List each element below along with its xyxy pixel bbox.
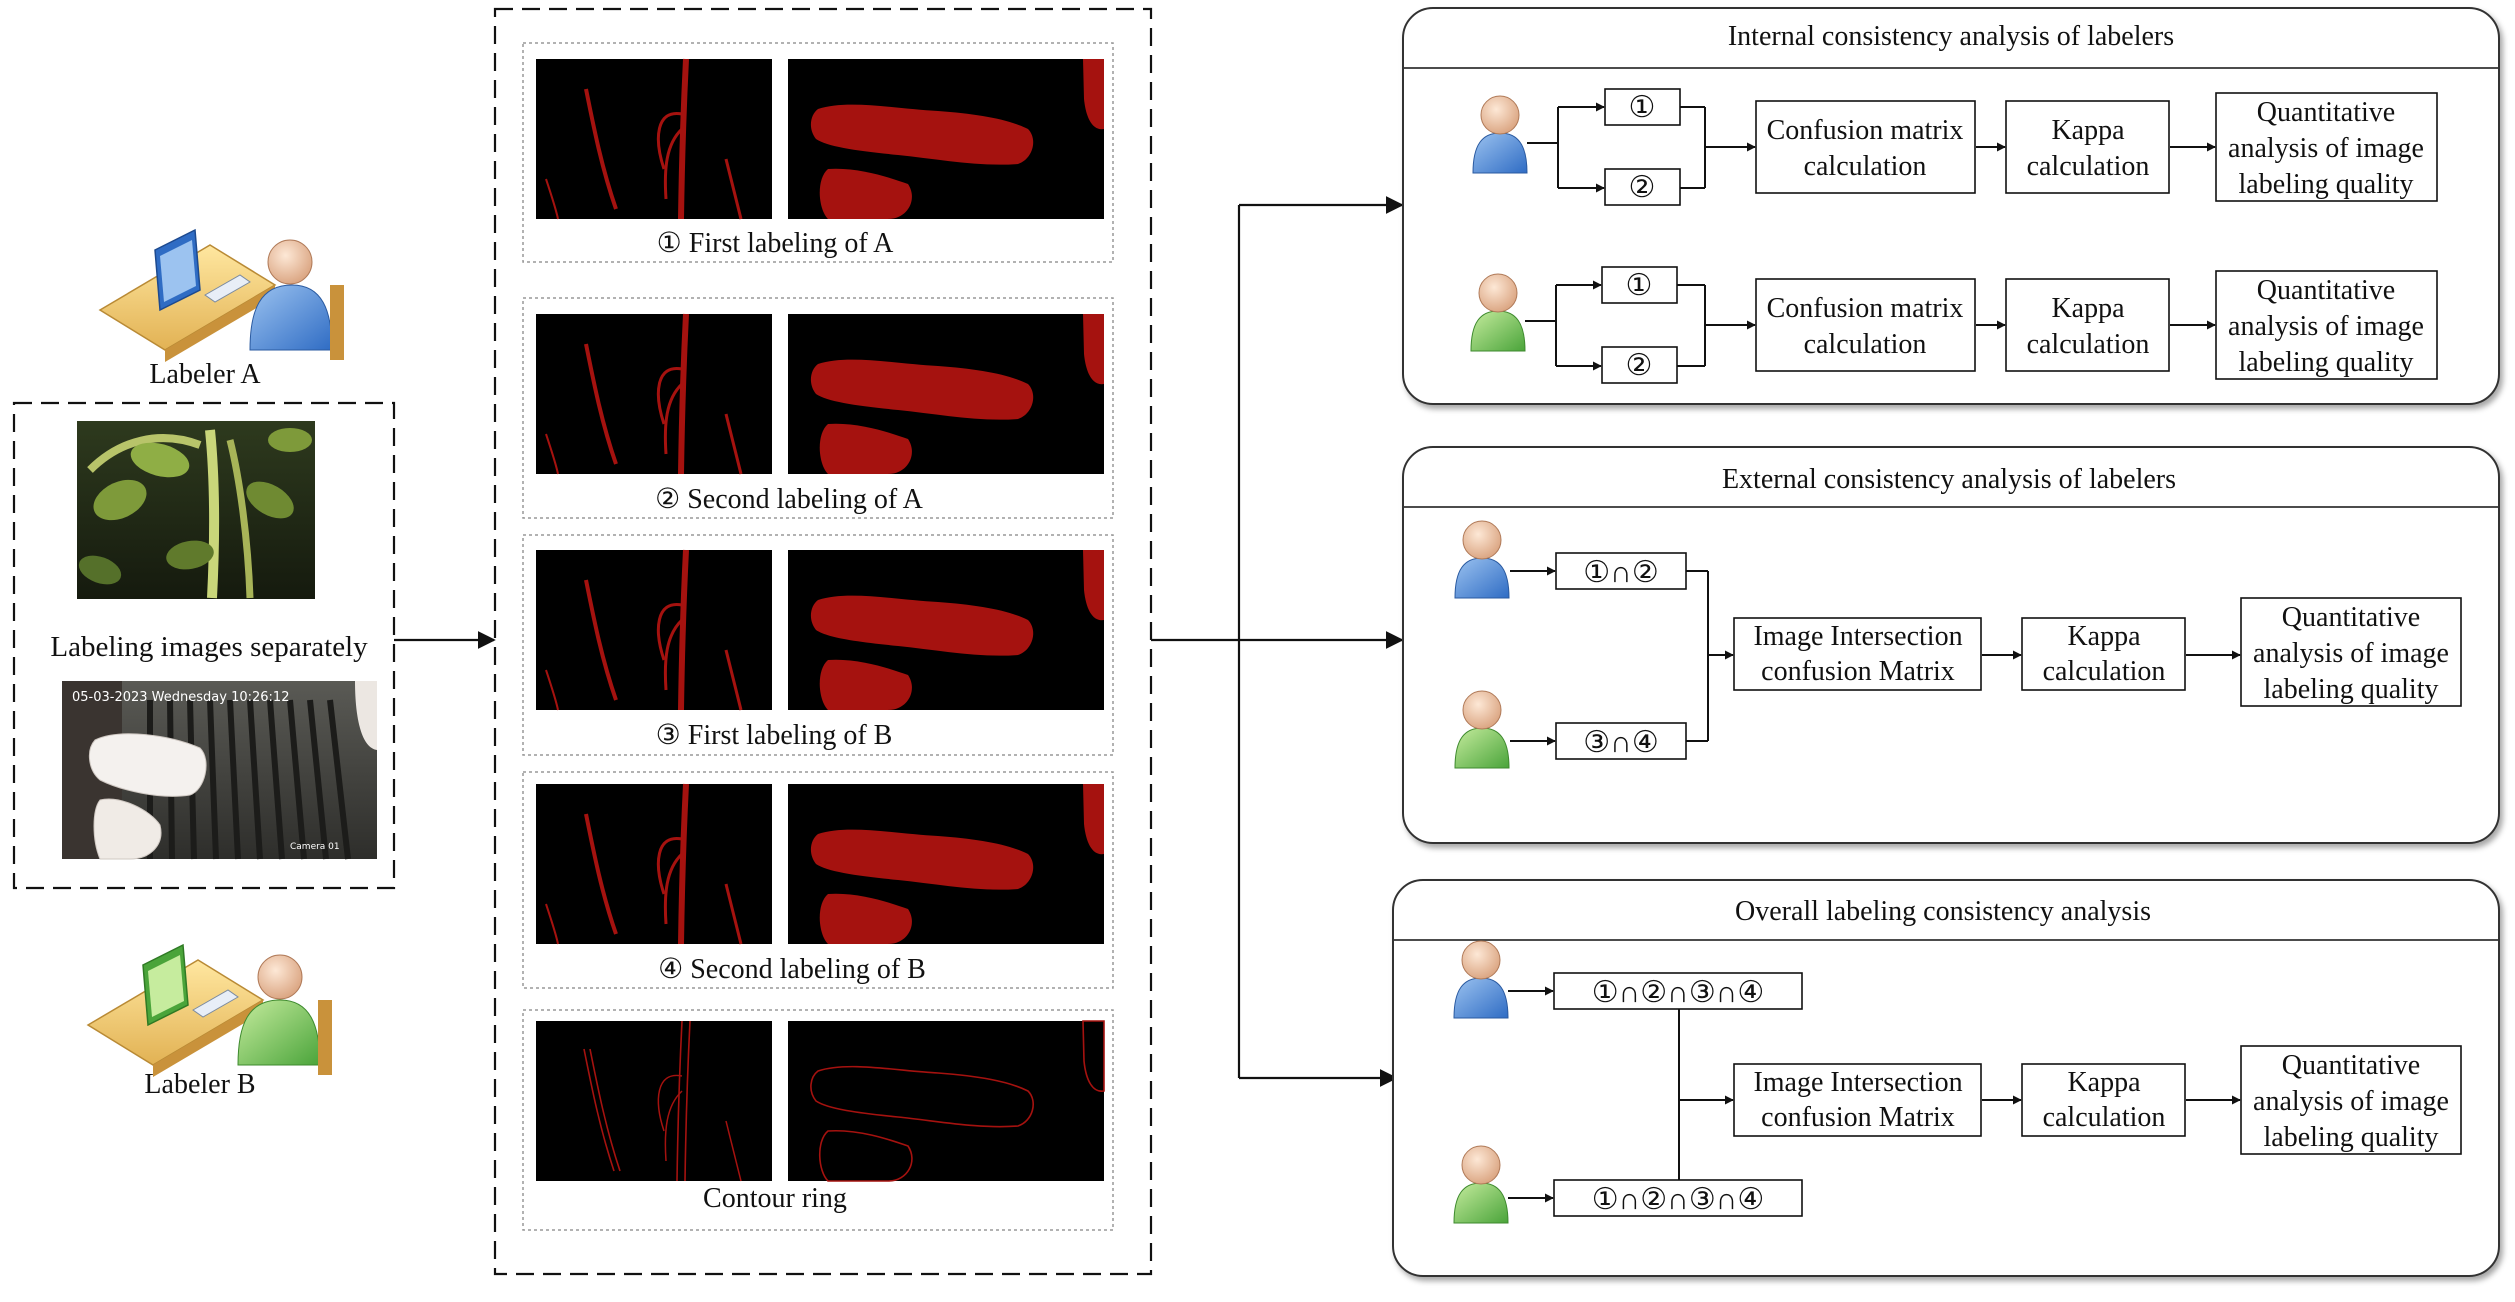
external-matrix-line1: Image Intersection — [1753, 621, 1962, 652]
internal-b-kappa-line1: Kappa — [2051, 293, 2125, 324]
internal-a-kappa-line1: Kappa — [2051, 115, 2125, 146]
first-labeling-b-card: ③ First labeling of B — [522, 534, 1114, 756]
camera-id: Camera 01 — [290, 842, 340, 852]
internal-a-confusion-line1: Confusion matrix — [1767, 115, 1964, 146]
internal-b-confusion-line2: calculation — [1804, 329, 1927, 360]
internal-a-mark-2: ② — [1629, 171, 1656, 204]
internal-a-quant-line1: Quantitative — [2257, 97, 2395, 128]
labeler-a-label: Labeler A — [149, 359, 261, 390]
external-set-a: ①∩② — [1583, 556, 1658, 589]
external-kappa-line2: calculation — [2043, 656, 2166, 687]
internal-row-a: ① ② Confusion matrix calculation Kappa c… — [1472, 88, 2438, 206]
internal-a-quant-line2: analysis of image — [2228, 133, 2424, 164]
external-consistency-panel: External consistency analysis of labeler… — [1402, 446, 2500, 844]
labeler-a-workstation-icon — [98, 228, 344, 362]
internal-a-confusion-line2: calculation — [1804, 151, 1927, 182]
labeler-b-group: Labeler B — [86, 943, 332, 1100]
external-kappa-line1: Kappa — [2067, 621, 2141, 652]
external-quant-line1: Quantitative — [2282, 602, 2420, 633]
first-labeling-b-label: ③ First labeling of B — [656, 720, 893, 751]
labeling-results-panel: ① First labeling of A ② Second labeling … — [493, 7, 1153, 1276]
internal-a-mark-1: ① — [1629, 91, 1656, 124]
overall-quant-line1: Quantitative — [2282, 1050, 2420, 1081]
internal-b-kappa-line2: calculation — [2027, 329, 2150, 360]
overall-set-a: ①∩②∩③∩④ — [1592, 976, 1765, 1009]
external-quant-line2: analysis of image — [2253, 638, 2449, 669]
labeler-b-workstation-icon — [86, 943, 332, 1077]
internal-b-quant-line1: Quantitative — [2257, 275, 2395, 306]
first-labeling-a-label: ① First labeling of A — [657, 228, 894, 259]
overall-kappa-line2: calculation — [2043, 1102, 2166, 1133]
input-images-panel: Labeling images separately 05-03-2023 We… — [12, 401, 396, 890]
second-labeling-a-label: ② Second labeling of A — [655, 484, 924, 515]
overall-consistency-panel: Overall labeling consistency analysis ①∩… — [1392, 879, 2500, 1277]
external-matrix-line2: confusion Matrix — [1761, 656, 1955, 687]
second-labeling-b-card: ④ Second labeling of B — [522, 771, 1114, 989]
camera-timestamp: 05-03-2023 Wednesday 10:26:12 — [72, 690, 289, 705]
labeler-b-label: Labeler B — [144, 1069, 255, 1100]
branch-arrows — [1151, 196, 1404, 1087]
overall-matrix-line2: confusion Matrix — [1761, 1102, 1955, 1133]
internal-b-mark-1: ① — [1626, 269, 1653, 302]
internal-a-quant-line3: labeling quality — [2239, 169, 2414, 200]
external-quant-line3: labeling quality — [2264, 674, 2439, 705]
contour-ring-card: Contour ring — [522, 1009, 1114, 1231]
external-panel-title: External consistency analysis of labeler… — [1722, 464, 2176, 495]
overall-kappa-line1: Kappa — [2067, 1067, 2141, 1098]
external-set-b: ③∩④ — [1583, 726, 1658, 759]
internal-b-confusion-line1: Confusion matrix — [1767, 293, 1964, 324]
plant-photo — [77, 421, 315, 599]
overall-panel-title: Overall labeling consistency analysis — [1735, 896, 2151, 927]
pig-pen-photo: 05-03-2023 Wednesday 10:26:12 Camera 01 — [62, 681, 377, 860]
second-labeling-a-card: ② Second labeling of A — [522, 297, 1114, 519]
internal-b-quant-line3: labeling quality — [2239, 347, 2414, 378]
overall-quant-line2: analysis of image — [2253, 1086, 2449, 1117]
overall-quant-line3: labeling quality — [2264, 1122, 2439, 1153]
internal-b-mark-2: ② — [1626, 349, 1653, 382]
internal-a-kappa-line2: calculation — [2027, 151, 2150, 182]
internal-panel-title: Internal consistency analysis of labeler… — [1728, 21, 2174, 52]
internal-b-quant-line2: analysis of image — [2228, 311, 2424, 342]
overall-set-b: ①∩②∩③∩④ — [1592, 1183, 1765, 1216]
overall-matrix-line1: Image Intersection — [1753, 1067, 1962, 1098]
internal-consistency-panel: Internal consistency analysis of labeler… — [1402, 7, 2500, 405]
contour-ring-label: Contour ring — [703, 1183, 847, 1214]
internal-row-b: ① ② Confusion matrix calculation Kappa c… — [1470, 266, 2438, 384]
second-labeling-b-label: ④ Second labeling of B — [658, 954, 926, 985]
first-labeling-a-card: ① First labeling of A — [522, 42, 1114, 263]
labeler-a-group: Labeler A — [98, 228, 344, 390]
input-caption: Labeling images separately — [50, 631, 368, 663]
